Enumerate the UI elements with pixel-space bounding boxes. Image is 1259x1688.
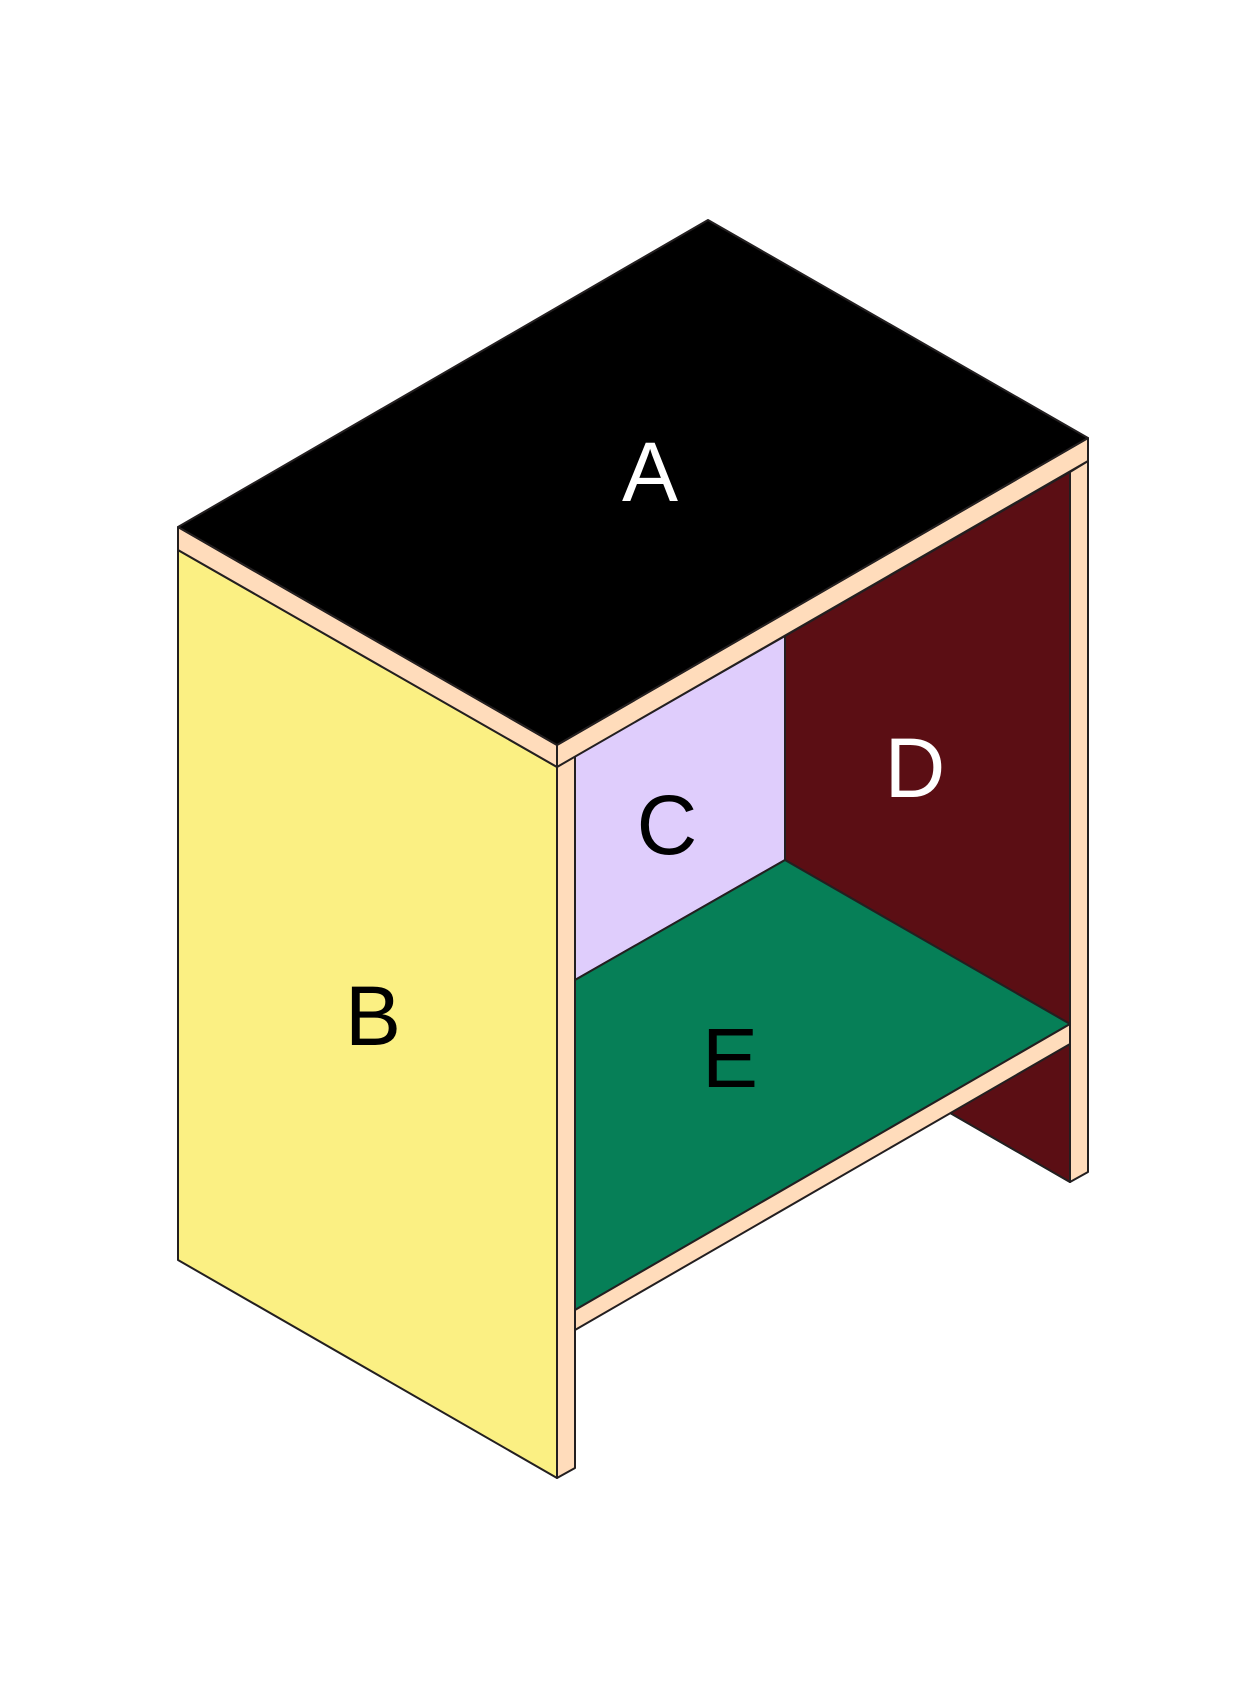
panel-a xyxy=(177,219,1089,746)
label-d: D xyxy=(885,721,946,815)
label-e: E xyxy=(702,1011,758,1105)
label-a: A xyxy=(622,425,678,519)
label-b: B xyxy=(345,969,401,1063)
right-edge-strip xyxy=(1069,460,1089,1183)
label-c: C xyxy=(637,778,698,872)
side-front-edge xyxy=(556,755,576,1479)
